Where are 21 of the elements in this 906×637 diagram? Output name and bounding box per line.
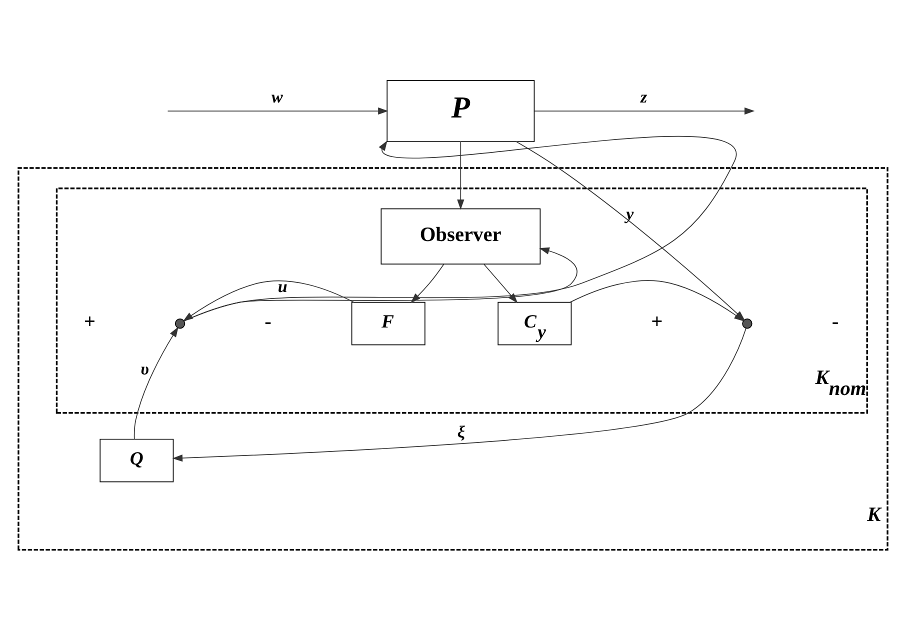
- arrow: [457, 141, 464, 210]
- node-box: F: [351, 302, 426, 346]
- edge-label: y: [626, 204, 634, 224]
- label: -: [264, 311, 272, 334]
- arrow: [134, 326, 178, 440]
- edge-label: υ: [140, 360, 149, 379]
- node-box: Q: [100, 438, 174, 482]
- edge-label: u: [278, 276, 288, 296]
- node-circle: [174, 318, 186, 329]
- label: -: [832, 311, 839, 334]
- arrow: [167, 107, 388, 115]
- label: +: [84, 311, 96, 334]
- arrow: [534, 107, 755, 115]
- edge-label: z: [640, 88, 648, 107]
- arrow: [172, 328, 746, 462]
- edge-label: ξ: [457, 422, 465, 442]
- node-box: P: [386, 80, 535, 142]
- label: +: [651, 311, 663, 334]
- edge-label: w: [271, 88, 283, 107]
- node-box: Observer: [380, 208, 541, 264]
- node-circle: [742, 318, 752, 329]
